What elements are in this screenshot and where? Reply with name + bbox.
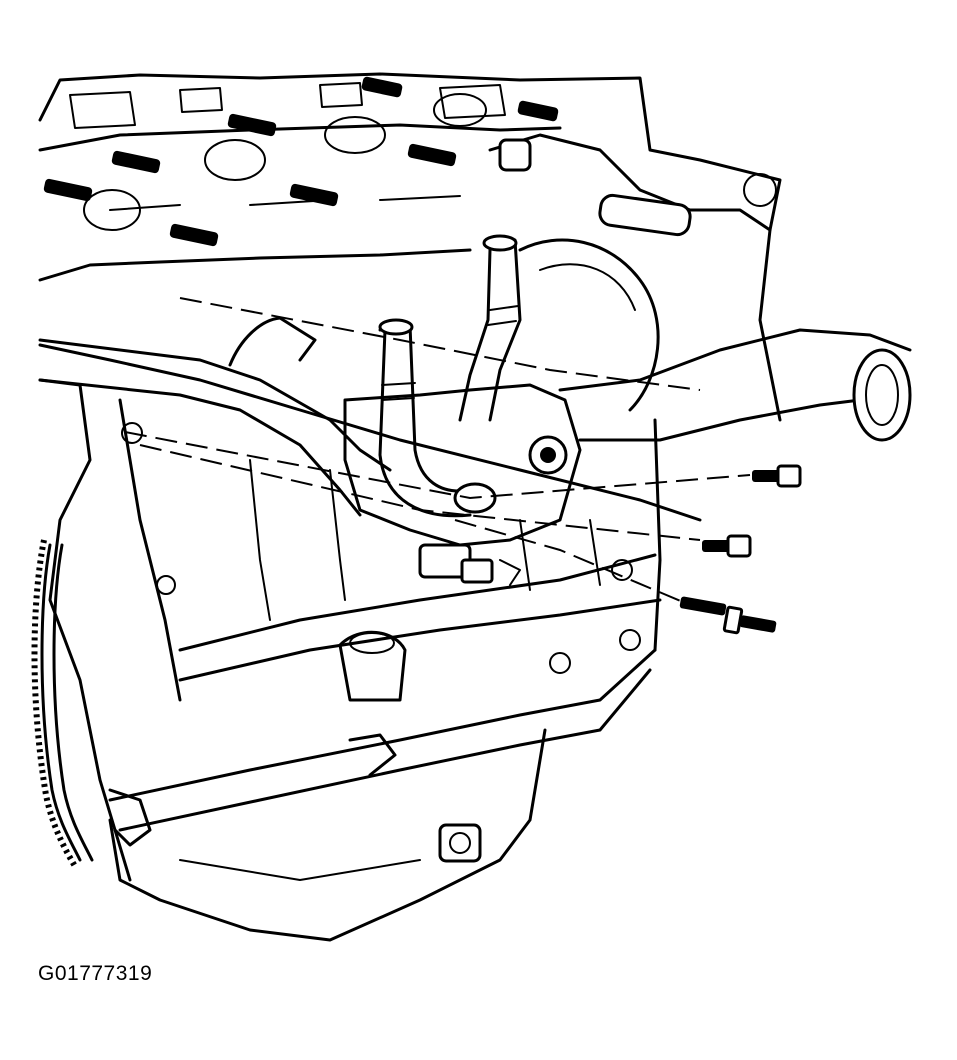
bolt-guide-lines	[124, 297, 751, 606]
bolt-middle	[702, 534, 752, 558]
sensor-connector	[418, 543, 521, 586]
figure-id-label: G01777319	[38, 962, 153, 985]
flywheel-ring-gear	[31, 539, 94, 870]
bolts	[679, 464, 802, 635]
engine-block	[38, 343, 702, 882]
water-pump-housing	[488, 133, 777, 475]
outlet-housing	[343, 234, 582, 547]
bolt-upper	[752, 464, 802, 488]
bolt-long	[679, 596, 777, 635]
oil-pan	[108, 630, 657, 942]
exhaust-studs	[43, 76, 559, 247]
coolant-tube	[38, 316, 912, 517]
dipstick-bracket	[108, 733, 397, 847]
